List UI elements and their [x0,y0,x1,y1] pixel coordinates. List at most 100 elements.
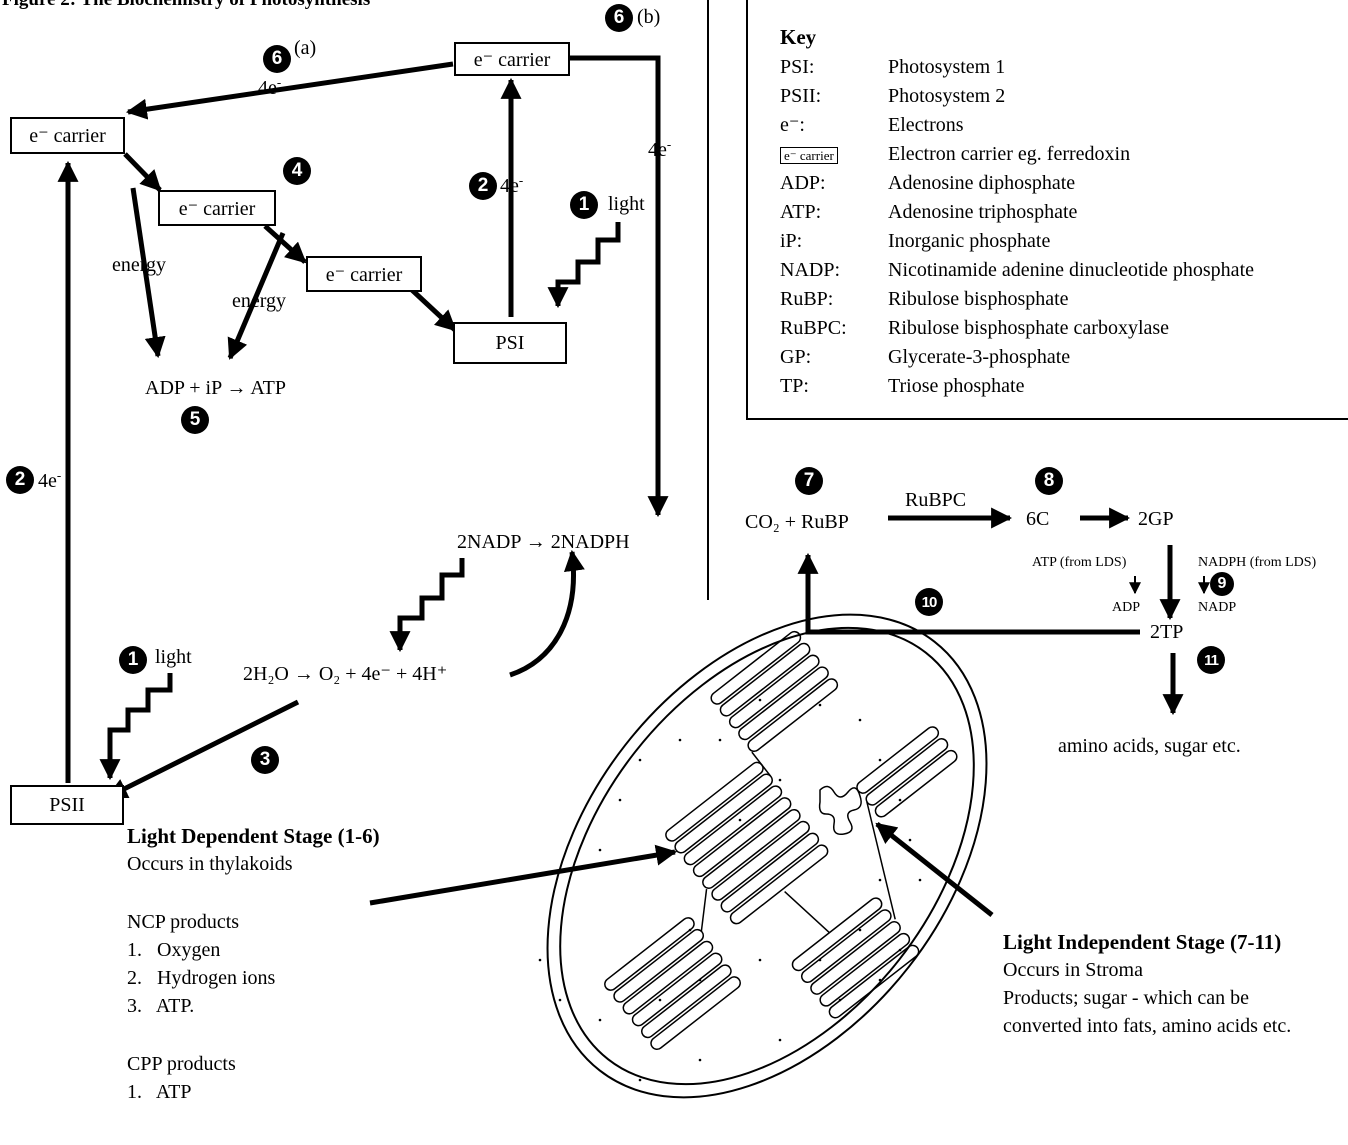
badge-step-3: 3 [251,746,279,774]
arrow-water-to-nadph [510,552,573,675]
carrier-box-low: e⁻ carrier [306,256,422,292]
key-def-ip: Inorganic phosphate [888,229,1050,253]
rubpc-label: RuBPC [905,488,966,512]
lis-products-2: converted into fats, amino acids etc. [1003,1014,1291,1038]
arrow-low-to-psi [412,290,455,330]
granum-stack-upper [709,629,840,753]
arrow-6b [570,58,658,515]
carrier-box-mid: e⁻ carrier [158,190,276,226]
lds-location: Occurs in thylakoids [127,852,293,876]
key-carrier-mini-box: e⁻ carrier [780,147,838,164]
label-4e-step2-left: 4e- [38,469,61,493]
psi-box: PSI [453,322,567,364]
arrow-6a [128,64,453,112]
label-4e-step2-top: 4e- [500,174,523,198]
badge-step-11: 11 [1197,646,1225,674]
chloroplast-inner-membrane [476,549,1058,1145]
badge-step-4: 4 [283,157,311,185]
two-gp-label: 2GP [1138,507,1174,531]
label-4e-6a-text: 4e [258,77,277,99]
key-def-psii: Photosystem 2 [888,84,1005,108]
badge-step-6a: 6 [263,45,291,73]
amino-acids-label: amino acids, sugar etc. [1058,734,1241,758]
key-term-rubpc: RuBPC: [780,316,847,340]
key-def-rubpc: Ribulose bisphosphate carboxylase [888,316,1169,340]
key-term-rubp: RuBP: [780,287,833,311]
key-def-electrons: Electrons [888,113,964,137]
key-term-nadp: NADP: [780,258,840,282]
dna-squiggle [820,786,862,834]
key-def-gp: Glycerate-3-phosphate [888,345,1070,369]
ncp-item-2: 2. Hydrogen ions [127,966,275,990]
key-term-carrier: e⁻ carrier [780,142,838,166]
psii-box: PSII [10,785,124,825]
label-4e-6a: 4e- [258,76,281,100]
chloroplast-outer-membrane [458,531,1077,1145]
label-4e-step2-top-text: 4e [500,175,519,197]
nadp-equation: 2NADP → 2NADPH [457,530,630,554]
key-term-adp: ADP: [780,171,826,195]
key-def-psi: Photosystem 1 [888,55,1005,79]
carrier-box-top: e⁻ carrier [454,42,570,76]
label-6a: (a) [294,36,316,60]
ncp-heading: NCP products [127,910,239,934]
arrow-left-to-mid [125,154,160,190]
key-def-carrier: Electron carrier eg. ferredoxin [888,142,1130,166]
key-term-psii: PSII: [780,84,821,108]
nadph-from-lds: NADPH (from LDS) [1198,555,1316,571]
cpp-heading: CPP products [127,1052,236,1076]
label-6b: (b) [637,5,660,29]
ncp-item-3: 3. ATP. [127,994,194,1018]
label-4e-6b: 4e- [648,138,671,162]
badge-step-10: 10 [915,588,943,616]
badge-step-1-top: 1 [570,191,598,219]
lis-location: Occurs in Stroma [1003,958,1143,982]
label-4e-step2-left-text: 4e [38,470,57,492]
chloroplast-drawing [458,531,1077,1145]
key-term-gp: GP: [780,345,811,369]
lds-heading: Light Dependent Stage (1-6) [127,824,380,848]
figure-title: Figure 2: The Biochemistry of Photosynth… [2,0,370,12]
light-zigzag-top [558,222,618,306]
arrow-lds-pointer [370,852,675,903]
light-zigzag-bottom [110,673,170,778]
lis-products-1: Products; sugar - which can be [1003,986,1249,1010]
badge-step-1-bottom: 1 [119,646,147,674]
badge-step-9: 9 [1210,572,1234,596]
six-c-label: 6C [1026,507,1049,531]
key-term-psi: PSI: [780,55,814,79]
badge-step-5: 5 [181,406,209,434]
atp-from-lds: ATP (from LDS) [1032,555,1126,571]
granum-stack-right [855,725,960,820]
lis-heading: Light Independent Stage (7-11) [1003,930,1281,954]
key-def-rubp: Ribulose bisphosphate [888,287,1069,311]
two-tp-label: 2TP [1150,620,1183,644]
key-term-ip: iP: [780,229,802,253]
key-def-adp: Adenosine diphosphate [888,171,1075,195]
co2-rubp-label: CO₂ + RuBP [745,510,849,534]
label-light-top: light [608,192,645,216]
adp-label: ADP [1112,600,1140,616]
label-energy-1: energy [112,253,166,277]
cpp-item-1: 1. ATP [127,1080,191,1104]
key-heading: Key [780,25,816,49]
badge-step-8: 8 [1035,467,1063,495]
granum-stack-center [663,760,830,926]
label-energy-2: energy [232,289,286,313]
key-def-atp: Adenosine triphosphate [888,200,1077,224]
water-equation: 2H₂O → O₂ + 4e⁻ + 4H⁺ [243,662,447,686]
key-def-nadp: Nicotinamide adenine dinucleotide phosph… [888,258,1254,282]
key-term-tp: TP: [780,374,809,398]
badge-step-7: 7 [795,467,823,495]
granum-stack-left [602,915,742,1051]
ncp-item-1: 1. Oxygen [127,938,220,962]
carrier-box-left: e⁻ carrier [10,117,125,154]
badge-step-6b: 6 [605,4,633,32]
nadp-label: NADP [1198,600,1236,616]
badge-step-2-left: 2 [6,466,34,494]
key-term-atp: ATP: [780,200,821,224]
light-zigzag-nadp [400,558,462,650]
stroma-dots [539,699,922,1082]
atp-equation: ADP + iP → ATP [145,376,286,400]
key-term-electrons: e⁻: [780,113,805,137]
